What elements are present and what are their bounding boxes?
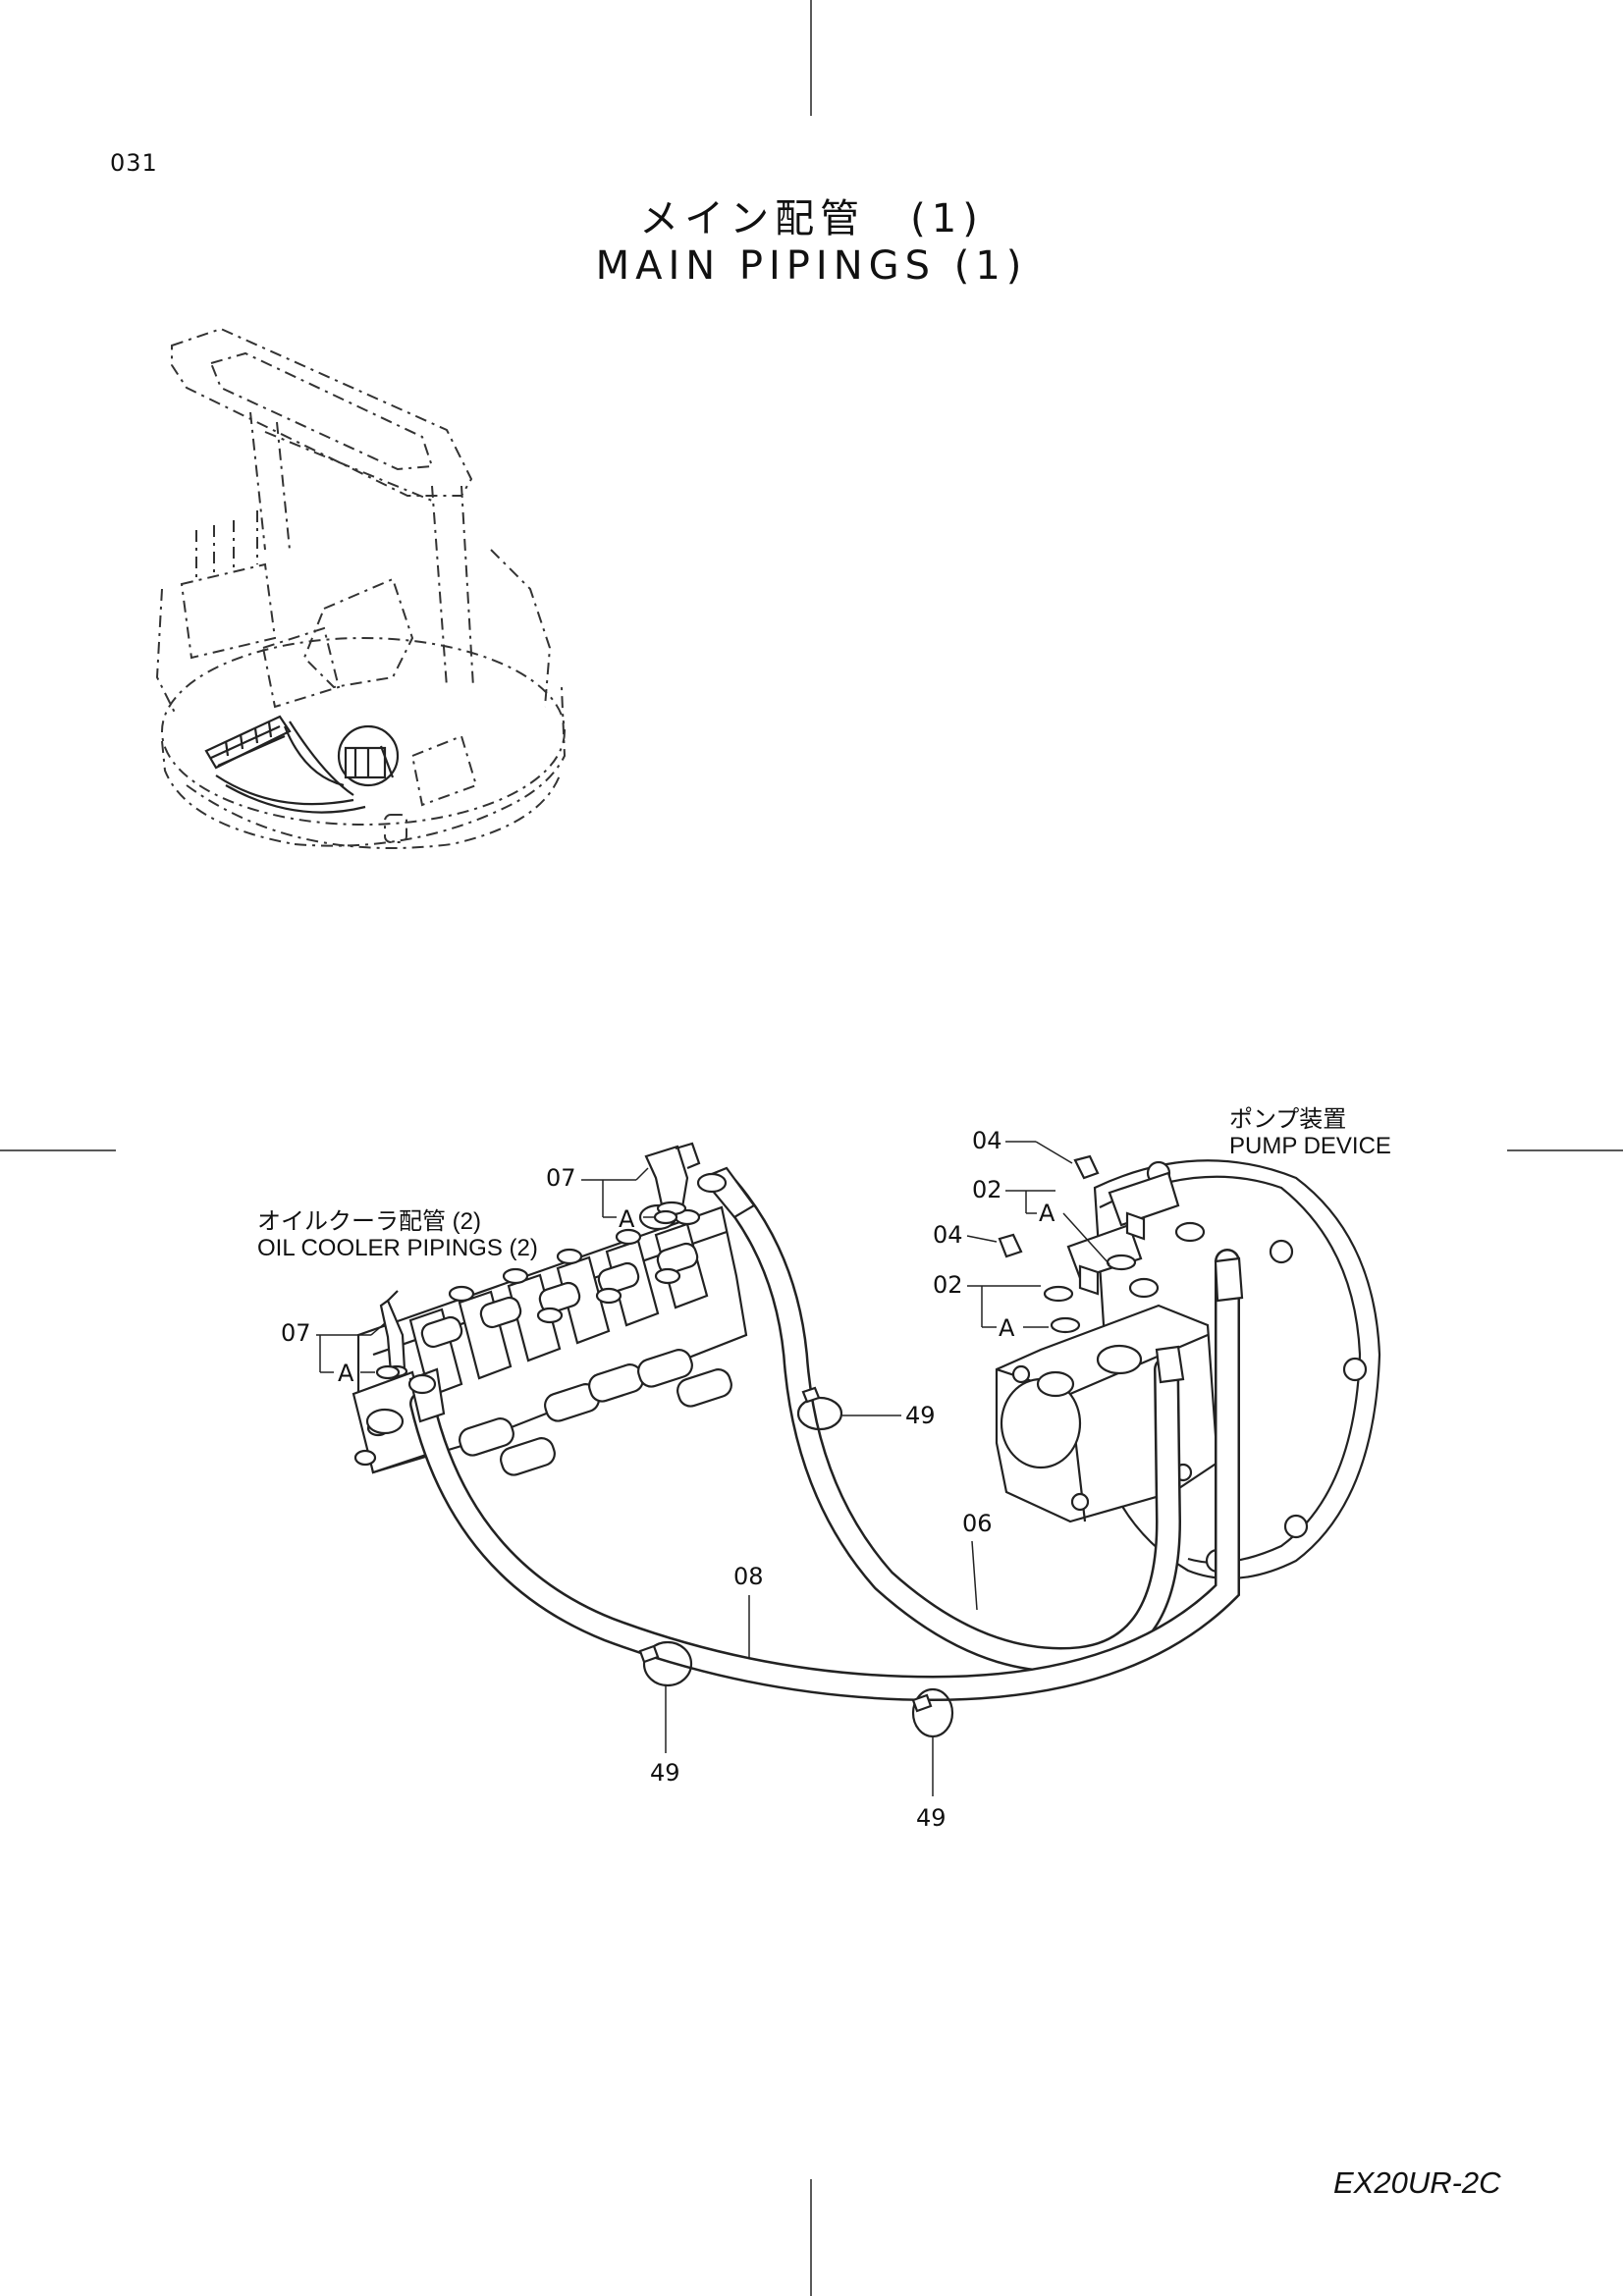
callout-04-top: 04: [972, 1127, 1002, 1154]
hose-06: [714, 1175, 1182, 1673]
clamp-49-right: [796, 1386, 843, 1431]
excavator-overview: [155, 327, 567, 849]
leader-lines: [316, 1141, 1110, 1796]
callout-08: 08: [733, 1563, 764, 1590]
callout-06: 06: [962, 1510, 993, 1537]
pump-caption-jp: ポンプ装置: [1229, 1106, 1347, 1133]
callout-02-top: 02: [972, 1176, 1002, 1203]
model-number: EX20UR-2C: [1333, 2165, 1501, 2200]
oil-cooler-caption-jp: オイルクーラ配管 (2): [257, 1208, 481, 1235]
oil-cooler-caption-en: OIL COOLER PIPINGS (2): [257, 1235, 538, 1261]
callout-07-top: 07: [546, 1164, 576, 1192]
hose-08: [409, 1249, 1240, 1702]
hose-end-fittings: [407, 1166, 1244, 1423]
callout-02-mid: 02: [933, 1271, 963, 1299]
clamp-49-bottom-right: [911, 1687, 954, 1738]
callout-07-left: 07: [281, 1319, 311, 1347]
pump-caption-en: PUMP DEVICE: [1229, 1133, 1391, 1159]
callout-a-pump-mid: A: [999, 1314, 1015, 1342]
callout-49-right: 49: [905, 1402, 936, 1429]
callout-49-bottom-right: 49: [916, 1804, 947, 1832]
callout-04-mid: 04: [933, 1221, 963, 1249]
page-number: 031: [110, 149, 158, 177]
callout-a-pump-top: A: [1039, 1200, 1055, 1227]
elbow-fitting-07-left: [375, 1290, 408, 1380]
callout-49-bottom-left: 49: [650, 1759, 680, 1787]
callout-a-left: A: [338, 1360, 354, 1387]
elbow-fitting-07-top: [644, 1142, 701, 1225]
title-english: MAIN PIPINGS (1): [595, 243, 1028, 289]
title-japanese: メイン配管 (1): [639, 196, 984, 241]
callout-a-top: A: [619, 1205, 635, 1233]
clamp-49-bottom-left: [638, 1640, 693, 1687]
